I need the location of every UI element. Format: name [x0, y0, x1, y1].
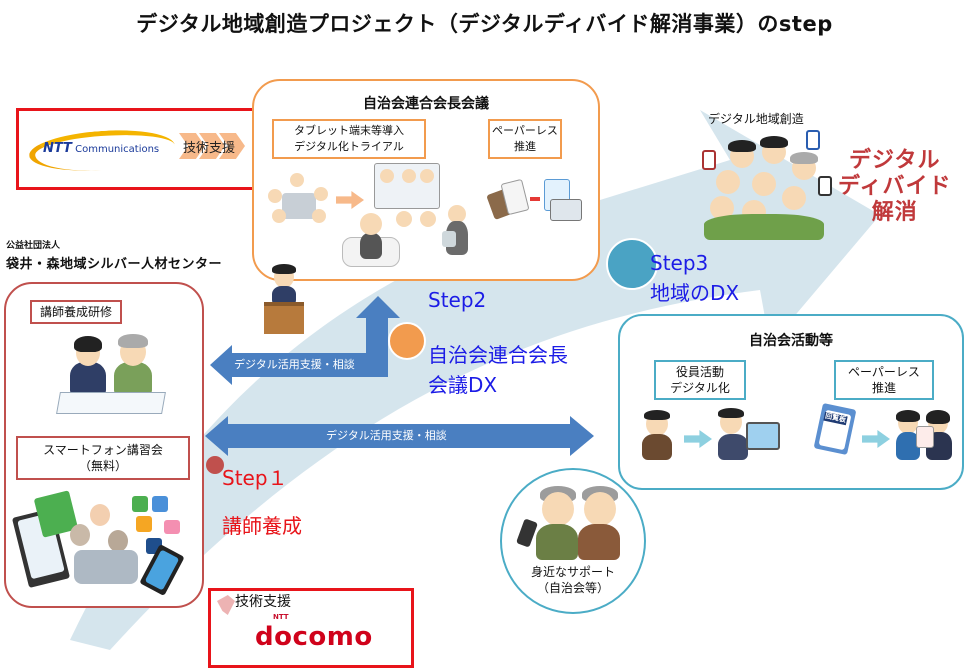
ntt-communications-box: NTT Communications 技術支援 — [16, 108, 260, 190]
activities-title: 自治会活動等 — [749, 333, 833, 349]
laptop-person-illustration — [716, 408, 780, 468]
step3-description: 地域のDX — [650, 281, 740, 305]
presenter-podium-illustration — [262, 264, 308, 334]
paperless-illustration-mid — [486, 177, 582, 227]
elders-chatting-illustration — [515, 484, 630, 560]
paperless-label-mid: ペーパーレス 推進 — [488, 119, 562, 159]
ntt-support-label: 技術支援 — [183, 141, 236, 156]
community-caption: デジタル地域創造 — [708, 112, 804, 126]
organization-type: 公益社団法人 — [6, 241, 61, 251]
arrow-right-icon — [684, 430, 712, 448]
training-illustration — [56, 332, 166, 414]
step3-text: Step3 地域のDX — [650, 248, 739, 308]
lower-arrow-label: デジタル活用支援・相談 — [326, 429, 447, 442]
arrow-right-icon — [862, 430, 890, 448]
elder-sofa-illustration — [342, 211, 402, 267]
lower-support-arrow — [205, 416, 594, 456]
video-conference-illustration — [374, 163, 454, 233]
mid-panel-council: 自治会連合会長会議 タブレット端末等導入 デジタル化トライアル ペーパーレス 推… — [252, 79, 600, 281]
officer-digital-label: 役員活動 デジタル化 — [654, 360, 746, 400]
left-panel-training: 講師養成研修 スマートフォン講習会 （無料） — [4, 282, 204, 608]
neighbor-support-circle: 身近なサポート （自治会等） — [500, 468, 646, 614]
digital-divide-goal: デジタル ディバイド 解消 — [838, 148, 952, 225]
upper-arrow-label: デジタル活用支援・相談 — [234, 358, 355, 371]
ntt-docomo-box: 技術支援 NTT docomo — [208, 588, 414, 668]
step1-description: 講師養成 — [222, 514, 302, 538]
upper-support-arrow — [210, 296, 400, 385]
paperless-label-right: ペーパーレス 推進 — [834, 360, 934, 400]
step2-description: 自治会連合会長 会議DX — [428, 343, 568, 397]
big-progress-arrow — [70, 110, 880, 650]
docomo-support-label: 技術支援 — [235, 594, 291, 610]
tablet-sharing-illustration — [896, 408, 956, 466]
docomo-logo: docomo — [255, 622, 373, 652]
step2-dot — [388, 322, 426, 360]
step3-label: Step3 — [650, 251, 709, 275]
page-title: デジタル地域創造プロジェクト（デジタルディバイド解消事業）のstep — [136, 12, 833, 36]
bulletin-board-icon: 回覧板 — [813, 402, 858, 456]
community-crowd-illustration — [700, 130, 832, 240]
step1-label: Step１ — [222, 466, 288, 490]
training-label: 講師養成研修 — [30, 300, 123, 324]
arrow-right-icon — [336, 191, 364, 209]
step1-dot — [206, 456, 224, 474]
right-panel-activities: 自治会活動等 役員活動 デジタル化 ペーパーレス 推進 回覧板 — [618, 314, 964, 490]
step2-label: Step2 — [428, 288, 487, 312]
writing-person-illustration — [638, 410, 678, 466]
smartphone-class-illustration — [11, 490, 196, 596]
smartphone-class-label: スマートフォン講習会 （無料） — [16, 436, 190, 480]
neighbor-support-caption: 身近なサポート （自治会等） — [530, 565, 615, 595]
elder-tablet-illustration — [442, 205, 472, 275]
step3-dot — [606, 238, 658, 290]
organization-name: 公益社団法人 袋井・森地域シルバー人材センター — [6, 238, 222, 272]
chevron-arrows-icon — [179, 133, 251, 159]
ntt-logo-suffix: Communications — [75, 144, 160, 155]
ntt-communications-logo: NTT Communications — [27, 125, 177, 176]
chevron-icon — [217, 595, 235, 615]
ntt-logo-prefix: NTT — [43, 141, 72, 156]
council-title: 自治会連合会長会議 — [363, 96, 489, 112]
tablet-trial-label: タブレット端末等導入 デジタル化トライアル — [272, 119, 426, 159]
docomo-brand-prefix: NTT — [273, 613, 289, 621]
organization-title: 袋井・森地域シルバー人材センター — [6, 257, 223, 272]
meeting-illustration — [268, 173, 330, 229]
